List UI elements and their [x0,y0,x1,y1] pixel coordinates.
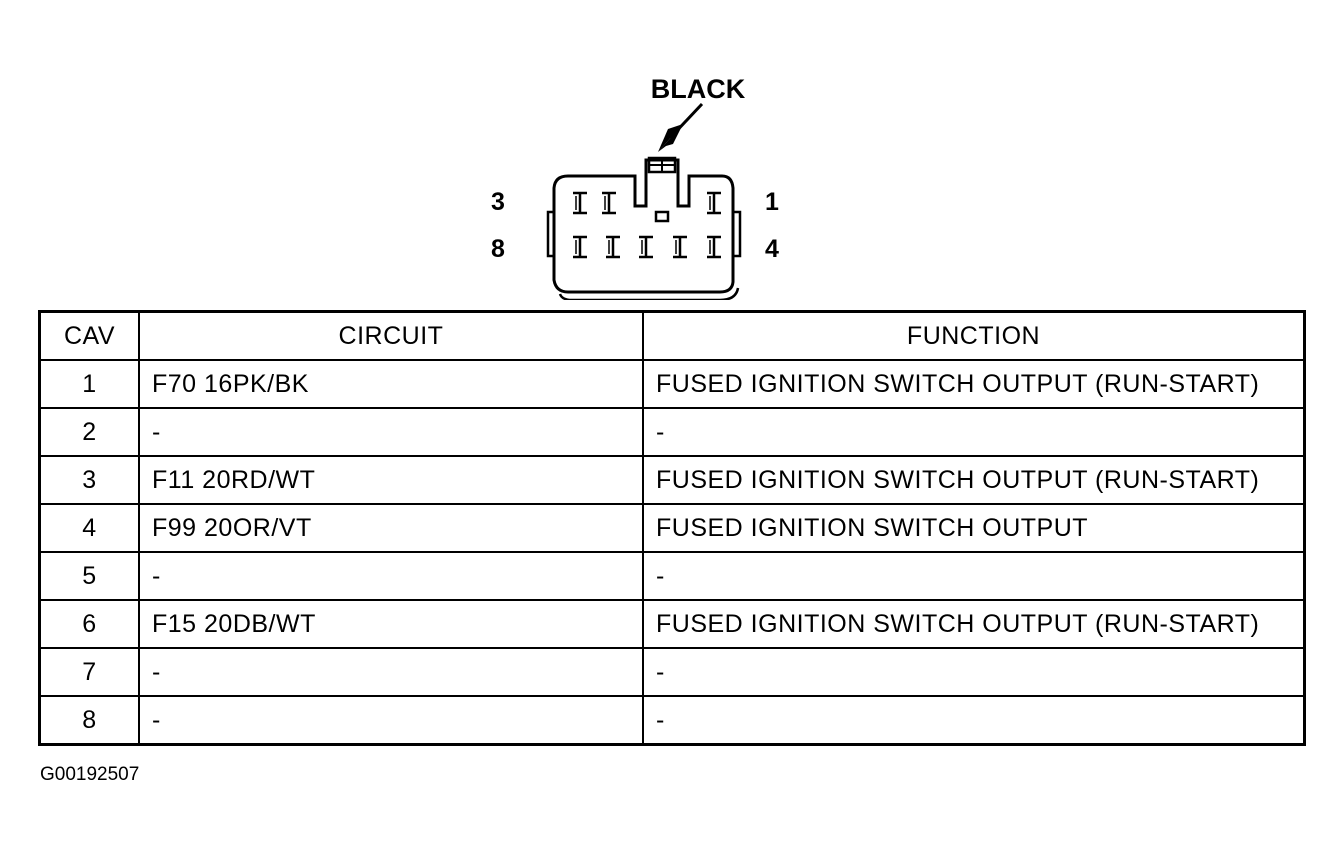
cell-function: FUSED IGNITION SWITCH OUTPUT (RUN-START) [642,359,1306,409]
cell-circuit: - [138,695,644,746]
connector-color-label: BLACK [651,74,746,104]
table-header-row: CAV CIRCUIT FUNCTION [38,310,1306,361]
cell-function: FUSED IGNITION SWITCH OUTPUT [642,503,1306,553]
table-row: 6 F15 20DB/WT FUSED IGNITION SWITCH OUTP… [38,599,1306,649]
header-function: FUNCTION [642,310,1306,361]
cavity-4 [707,235,721,259]
table-row: 3 F11 20RD/WT FUSED IGNITION SWITCH OUTP… [38,455,1306,505]
connector-body [546,156,742,300]
table-row: 2 - - [38,407,1306,457]
cell-function: FUSED IGNITION SWITCH OUTPUT (RUN-START) [642,455,1306,505]
cavity-3 [573,191,587,215]
table-row: 5 - - [38,551,1306,601]
cell-circuit: F99 20OR/VT [138,503,644,553]
table-row: 7 - - [38,647,1306,697]
cavity-6 [639,235,653,259]
cell-circuit: F11 20RD/WT [138,455,644,505]
cell-cav: 2 [38,407,140,457]
figure-id: G00192507 [40,764,140,785]
pin-label-bottom-right: 4 [765,235,779,263]
pin-out-table: CAV CIRCUIT FUNCTION 1 F70 16PK/BK FUSED… [38,310,1306,746]
connector-diagram: BLACK 3 8 1 4 [491,74,779,300]
cavity-7 [606,235,620,259]
cell-circuit: - [138,647,644,697]
cell-circuit: F15 20DB/WT [138,599,644,649]
header-circuit: CIRCUIT [138,310,644,361]
header-cav: CAV [38,310,140,361]
pointer-arrow [658,102,704,152]
cavity-5 [673,235,687,259]
cell-function: - [642,695,1306,746]
cavity-8 [573,235,587,259]
cavities [573,191,721,259]
cell-cav: 7 [38,647,140,697]
pin-label-top-right: 1 [765,188,779,216]
cell-function: FUSED IGNITION SWITCH OUTPUT (RUN-START) [642,599,1306,649]
cell-cav: 1 [38,359,140,409]
cavity-2 [602,191,616,215]
pin-label-top-left: 3 [491,188,505,216]
cell-function: - [642,551,1306,601]
cell-cav: 8 [38,695,140,746]
cell-function: - [642,407,1306,457]
pin-label-bottom-left: 8 [491,235,505,263]
table-row: 8 - - [38,695,1306,746]
table-row: 1 F70 16PK/BK FUSED IGNITION SWITCH OUTP… [38,359,1306,409]
cell-cav: 4 [38,503,140,553]
cell-circuit: - [138,551,644,601]
cell-function: - [642,647,1306,697]
table-row: 4 F99 20OR/VT FUSED IGNITION SWITCH OUTP… [38,503,1306,553]
cell-cav: 5 [38,551,140,601]
cell-circuit: F70 16PK/BK [138,359,644,409]
cavity-1 [707,191,721,215]
cell-cav: 3 [38,455,140,505]
cell-circuit: - [138,407,644,457]
cell-cav: 6 [38,599,140,649]
